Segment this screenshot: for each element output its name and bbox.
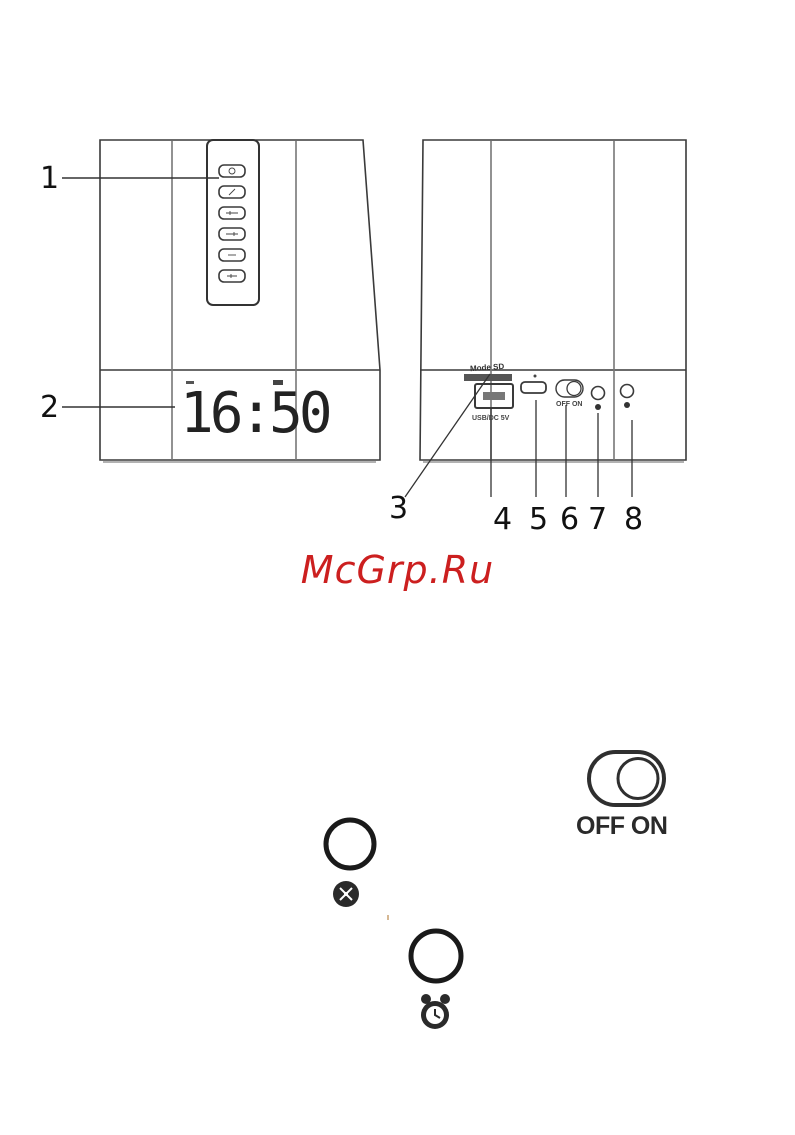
alarm-clock-icon (421, 994, 450, 1029)
lcd-time-display: 16:50 (180, 384, 295, 444)
power-switch-icon (589, 752, 664, 805)
usb-dc-label: USB/DC 5V (472, 415, 509, 422)
callout-4: 4 (493, 505, 512, 535)
power-switch-label: OFF ON (576, 812, 667, 841)
watermark: McGrp.Ru (0, 548, 795, 592)
callout-6: 6 (560, 505, 579, 535)
sleep-symbol-small (595, 404, 601, 410)
power-switch-small-label: OFF ON (556, 401, 582, 408)
alarm-button-small (621, 385, 634, 398)
callout-8: 8 (624, 505, 643, 535)
sleep-button-small (592, 387, 605, 400)
callout-1: 1 (40, 164, 59, 194)
back-body-outline (420, 140, 686, 460)
usb-c-dot (534, 375, 537, 378)
sleep-timer-button-icon (326, 820, 374, 868)
callout-7: 7 (588, 505, 607, 535)
callout-3: 3 (389, 494, 408, 524)
callout-2: 2 (40, 393, 59, 423)
usb-c-port (521, 382, 546, 393)
alarm-button-icon (411, 931, 461, 981)
back-view (405, 140, 686, 497)
callout-5: 5 (529, 505, 548, 535)
power-switch-small-knob (567, 382, 581, 396)
sleep-timer-icon (333, 881, 359, 907)
alarm-symbol-small (624, 402, 630, 408)
usb-port-inner (483, 392, 505, 400)
callout-3-leader (405, 374, 490, 497)
